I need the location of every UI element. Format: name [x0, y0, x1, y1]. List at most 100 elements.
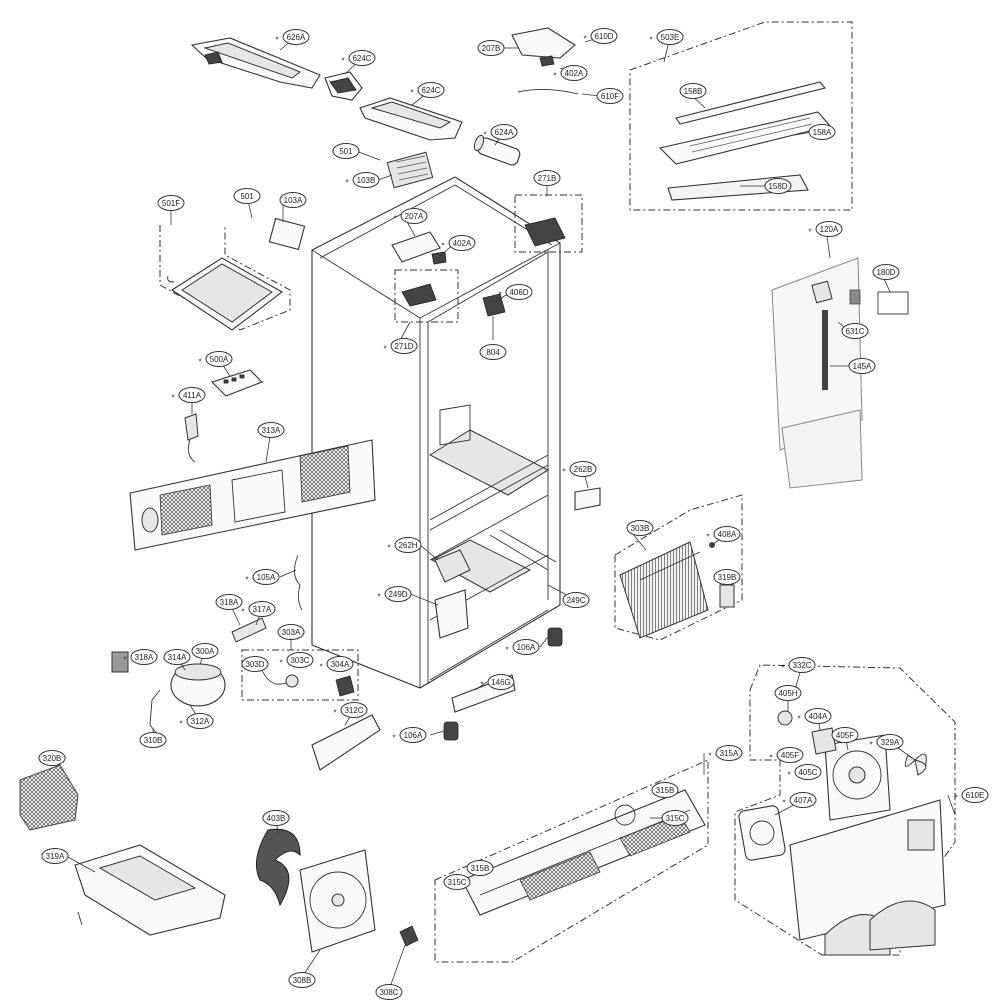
asterisk-mark: * [869, 741, 872, 750]
callout-text: 303D [245, 660, 264, 669]
upper-rail-assembly [190, 37, 463, 141]
callout-271d: 271D* [383, 338, 418, 354]
callout-300a: 300A [191, 643, 219, 659]
callout-text: 501 [339, 147, 353, 156]
callout-oval [248, 601, 276, 617]
dashed-group-503e [629, 21, 853, 211]
callout-text: 310B [144, 736, 163, 745]
callout-oval [679, 83, 707, 99]
callout-text: 332C [792, 661, 811, 670]
callout-oval [130, 649, 158, 665]
callout-text: 158B [684, 87, 703, 96]
callout-text: 103B [357, 176, 376, 185]
callout-oval [872, 264, 900, 280]
callout-106ab: 106A* [392, 727, 427, 743]
callout-oval [661, 810, 689, 826]
callout-oval [448, 235, 476, 251]
callout-oval [384, 586, 412, 602]
callout-text: 624C [352, 54, 371, 63]
callout-text: 103A [284, 196, 303, 205]
callout-310b: 310B [139, 732, 167, 748]
callout-text: 501F [162, 199, 180, 208]
asterisk-mark: * [377, 593, 380, 602]
callout-text: 319A [46, 852, 65, 861]
callout-407a: 407A* [782, 792, 817, 808]
asterisk-mark: * [706, 533, 709, 542]
callout-501f: 501F [157, 195, 185, 211]
callout-text: 315B [656, 786, 675, 795]
drain-tray-319a [19, 764, 226, 936]
callout-text: 407A [794, 796, 813, 805]
asterisk-mark: * [123, 656, 126, 665]
callout-312c: 312C* [333, 702, 368, 718]
compressor-group [111, 617, 359, 736]
callout-text: 207A [405, 212, 424, 221]
asterisk-mark: * [179, 720, 182, 729]
callout-332c: 332C * [781, 657, 816, 673]
callout-text: 145A [853, 362, 872, 371]
cover-313a [129, 439, 376, 551]
callout-500a: 500A* [198, 351, 233, 367]
callout-180d: 180D [872, 264, 900, 280]
callout-oval [348, 50, 376, 66]
callout-text: 262H [398, 541, 417, 550]
callout-text: 303B [631, 524, 650, 533]
callout-oval [961, 787, 989, 803]
callout-262h: 262H * [387, 537, 422, 553]
asterisk-mark: * [245, 576, 248, 585]
callout-319a: 319A [41, 848, 69, 864]
callout-oval [596, 88, 624, 104]
callout-oval [186, 713, 214, 729]
callout-oval [774, 685, 802, 701]
callout-315a: 315A* [708, 745, 743, 761]
asterisk-mark: * [341, 57, 344, 66]
asterisk-mark: * [393, 215, 396, 224]
callout-303d: 303D [241, 656, 269, 672]
callout-303a: 303A [277, 624, 305, 640]
callout-text: 262B [574, 465, 593, 474]
callout-624cb: 624C* [410, 82, 445, 98]
callout-text: 318A [220, 598, 239, 607]
callout-oval [477, 40, 505, 56]
callout-text: 610D [594, 32, 613, 41]
callout-oval [38, 750, 66, 766]
callout-text: 315A [720, 749, 739, 758]
fan-and-shroud [255, 828, 419, 953]
callout-631c: 631C [841, 323, 869, 339]
callout-text: 304A [331, 660, 350, 669]
callout-624c: 624C * [341, 50, 376, 66]
callout-text: 403B [267, 814, 286, 823]
callout-317a: 317A* [241, 601, 276, 617]
callout-308c: 308C [375, 984, 403, 1000]
callout-271b: 271B [533, 170, 561, 186]
callout-804: 804 [479, 344, 507, 360]
callout-610f: 610F [596, 88, 624, 104]
callout-oval [157, 195, 185, 211]
control-board-500a [184, 369, 263, 463]
callout-308b: 308B [288, 972, 316, 988]
callout-oval [764, 178, 792, 194]
asterisk-mark: * [562, 468, 565, 477]
asterisk-mark: * [387, 544, 390, 553]
top-small-parts [386, 27, 579, 189]
asterisk-mark: * [781, 664, 784, 673]
callout-610e: 610E* [954, 787, 989, 803]
callout-oval [466, 860, 494, 876]
callout-text: 411A [183, 391, 202, 400]
callout-text: 271B [538, 174, 557, 183]
callout-text: 408A [718, 530, 737, 539]
callout-oval [332, 143, 360, 159]
callout-402ab: 402A* [441, 235, 476, 251]
asterisk-mark: * [649, 36, 652, 45]
callout-oval [715, 745, 743, 761]
callout-text: 207B [482, 44, 501, 53]
callout-158a: 158A [808, 124, 836, 140]
hinge-assemblies [391, 194, 601, 511]
callout-oval [848, 358, 876, 374]
callout-158b: 158B [679, 83, 707, 99]
callout-oval [776, 747, 804, 763]
callout-oval [713, 526, 741, 542]
callout-315cb: 315C [443, 874, 471, 890]
condenser-303b [614, 494, 743, 641]
callout-text: 106A [517, 643, 536, 652]
